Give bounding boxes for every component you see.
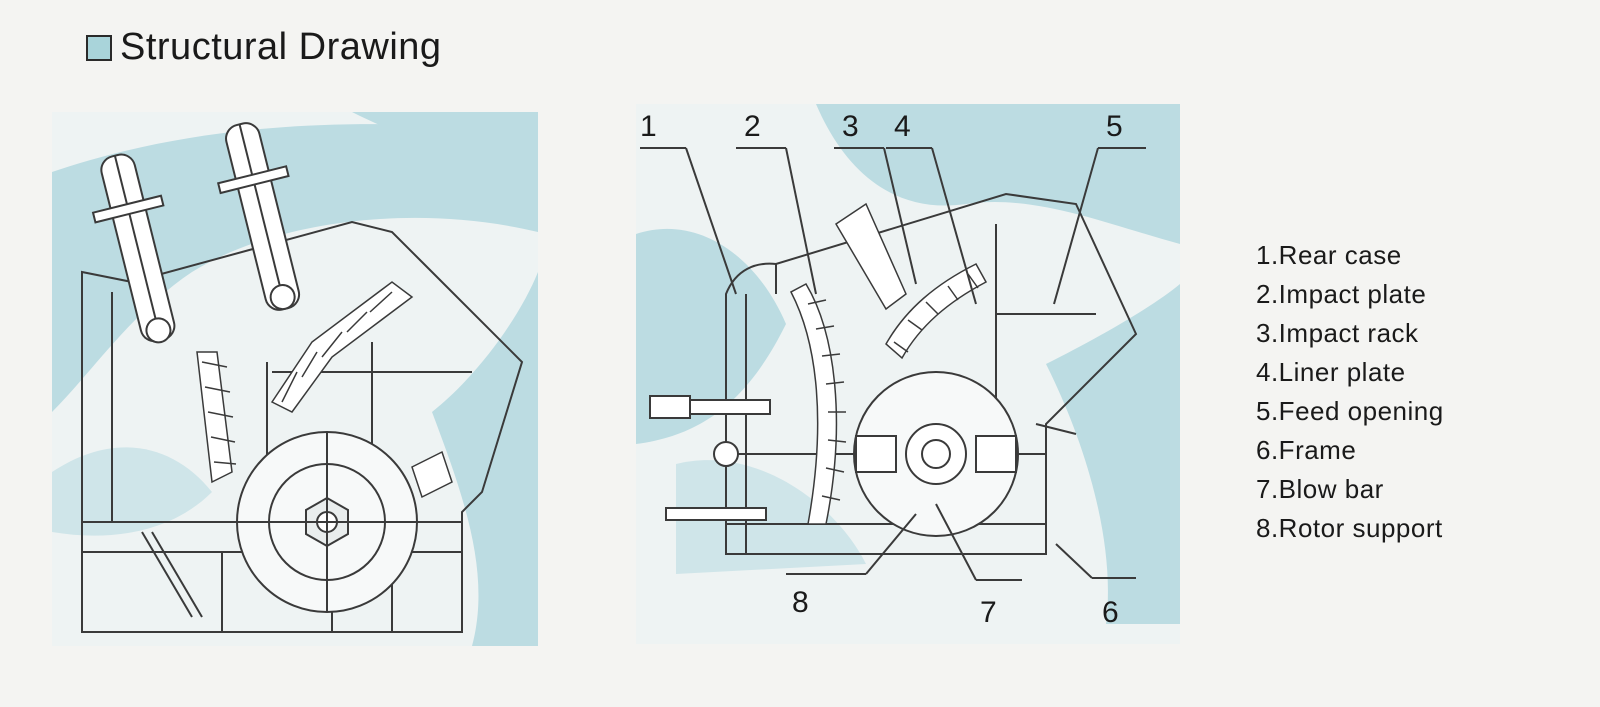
leader-lines: [640, 147, 1146, 581]
impact-plates: [196, 281, 453, 499]
parts-legend: 1.Rear case 2.Impact plate 3.Impact rack…: [1256, 236, 1444, 548]
callout-2: 2: [744, 110, 761, 143]
callout-6: 6: [1102, 596, 1119, 629]
hydraulic-cylinders: [91, 122, 301, 344]
section-header: Structural Drawing: [86, 26, 442, 69]
legend-item: 8.Rotor support: [1256, 513, 1443, 543]
legend-item: 7.Blow bar: [1256, 474, 1384, 504]
rotor: [853, 371, 1019, 537]
impact-racks: [789, 202, 988, 525]
callout-8: 8: [792, 586, 809, 619]
callout-4: 4: [894, 110, 911, 143]
legend-item: 5.Feed opening: [1256, 396, 1444, 426]
callout-3: 3: [842, 110, 859, 143]
rotor: [236, 431, 418, 613]
callout-numbers: 1 2 3 4 5 6 7 8: [640, 110, 1123, 629]
legend-item: 2.Impact plate: [1256, 279, 1427, 309]
crusher-numbered-drawing: 1 2 3 4 5 6 7 8: [636, 104, 1180, 644]
callout-1: 1: [640, 110, 657, 143]
legend-item: 3.Impact rack: [1256, 318, 1419, 348]
crusher-section-drawing: [52, 112, 538, 646]
callout-7: 7: [980, 596, 997, 629]
background-tint: [636, 104, 1180, 644]
title-square-icon: [86, 34, 112, 61]
page-title: Structural Drawing: [120, 26, 442, 68]
adjusting-rods: [649, 395, 771, 521]
legend-item: 4.Liner plate: [1256, 357, 1406, 387]
legend-item: 6.Frame: [1256, 435, 1357, 465]
legend-item: 1.Rear case: [1256, 240, 1402, 270]
callout-5: 5: [1106, 110, 1123, 143]
